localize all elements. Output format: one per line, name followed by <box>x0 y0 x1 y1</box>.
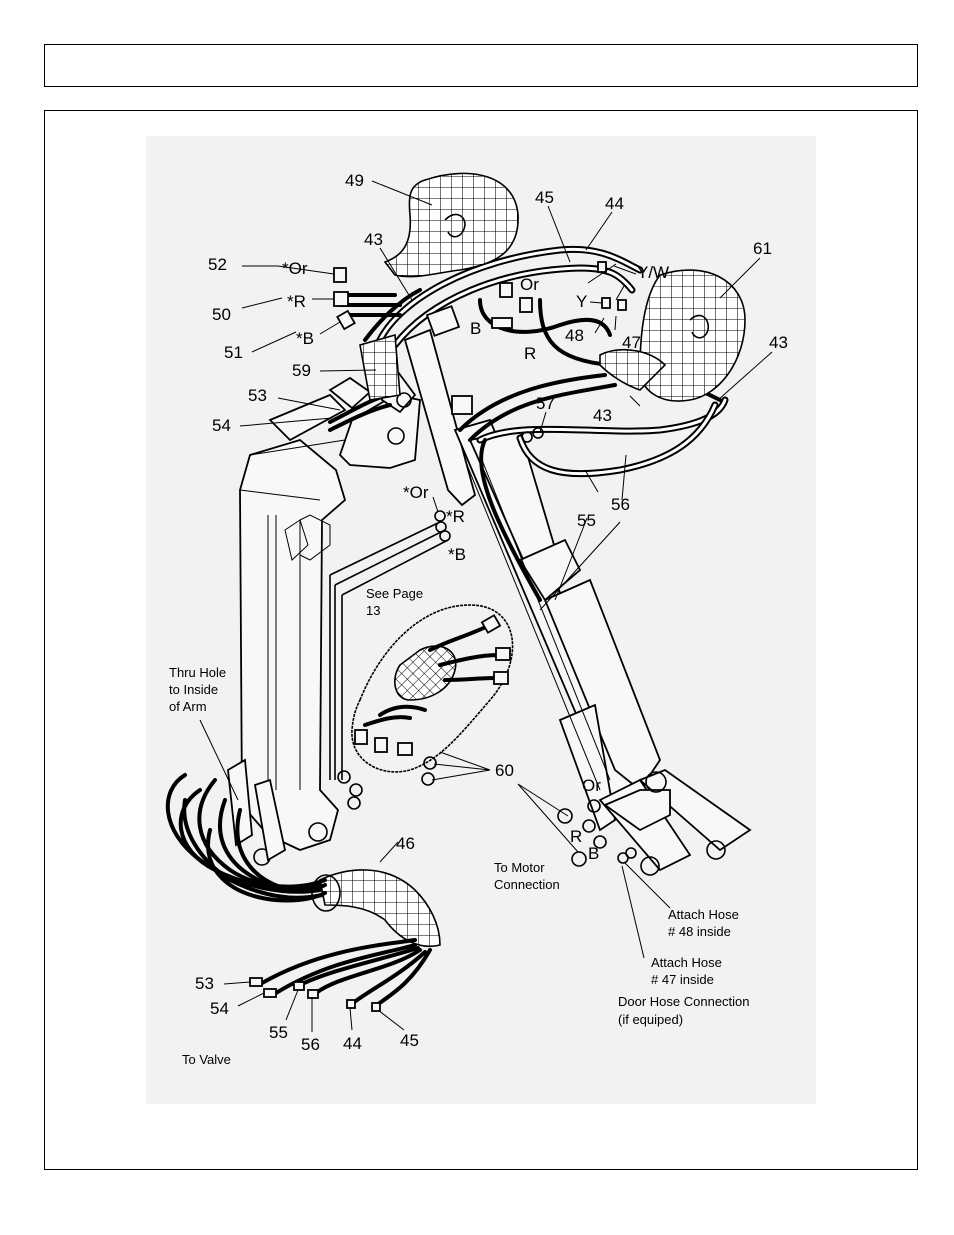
note-door-2: (if equiped) <box>618 1012 683 1027</box>
fittings-60 <box>337 510 637 867</box>
part-labels: 49 45 44 43 61 52 *Or Or Y/W Y *R 50 B 4… <box>195 171 788 1054</box>
label-51: 51 <box>224 343 243 362</box>
label-43-b: 43 <box>593 406 612 425</box>
note-door-1: Door Hose Connection <box>618 994 750 1009</box>
figure-frame <box>44 110 918 1170</box>
label-56-a: 56 <box>611 495 630 514</box>
note-attach-48-2: # 48 inside <box>668 924 731 939</box>
label-star-r-1: *R <box>287 292 306 311</box>
note-see-page-1: See Page <box>366 586 423 601</box>
label-61: 61 <box>753 239 772 258</box>
leader-lines <box>199 180 773 1032</box>
hose-wraps <box>319 172 746 947</box>
label-44-b: 44 <box>343 1034 362 1053</box>
label-r-4: R <box>570 827 582 846</box>
dipper-arm <box>403 328 752 876</box>
note-attach-48-1: Attach Hose <box>668 907 739 922</box>
label-55-b: 55 <box>269 1023 288 1042</box>
main-boom <box>227 438 347 866</box>
header-box <box>44 44 918 87</box>
label-56-b: 56 <box>301 1035 320 1054</box>
label-50: 50 <box>212 305 231 324</box>
note-attach-47-1: Attach Hose <box>651 955 722 970</box>
label-star-r-3: *R <box>446 507 465 526</box>
label-star-b-3: *B <box>448 545 466 564</box>
note-to-motor-1: To Motor <box>494 860 545 875</box>
label-or-4: Or <box>582 776 601 795</box>
label-60: 60 <box>495 761 514 780</box>
label-52: 52 <box>208 255 227 274</box>
label-43-c: 43 <box>769 333 788 352</box>
top-fittings <box>333 261 627 443</box>
note-to-valve: To Valve <box>182 1052 231 1067</box>
note-to-motor-2: Connection <box>494 877 560 892</box>
label-53-a: 53 <box>248 386 267 405</box>
label-44-top: 44 <box>605 194 624 213</box>
label-r-2: R <box>524 344 536 363</box>
note-thru-hole-1: Thru Hole <box>169 665 226 680</box>
label-b-4: B <box>588 844 599 863</box>
note-see-page-2: 13 <box>366 603 380 618</box>
hydraulic-hoses <box>328 245 729 780</box>
label-54-b: 54 <box>210 999 229 1018</box>
label-43-a: 43 <box>364 230 383 249</box>
label-59: 59 <box>292 361 311 380</box>
label-45-b: 45 <box>400 1031 419 1050</box>
lower-hose-bundle <box>165 773 432 1012</box>
label-or-2: Or <box>520 275 539 294</box>
label-46: 46 <box>396 834 415 853</box>
label-53-b: 53 <box>195 974 214 993</box>
label-55-a: 55 <box>577 511 596 530</box>
label-b-2: B <box>470 319 481 338</box>
label-45-top: 45 <box>535 188 554 207</box>
note-thru-hole-2: to Inside <box>169 682 218 697</box>
label-49: 49 <box>345 171 364 190</box>
note-thru-hole-3: of Arm <box>169 699 207 714</box>
label-48: 48 <box>565 326 584 345</box>
label-y-w: Y/W <box>637 263 669 282</box>
diagram-notes: See Page 13 Thru Hole to Inside of Arm T… <box>169 586 750 1067</box>
label-47: 47 <box>622 333 641 352</box>
detail-bubble <box>351 604 514 773</box>
label-54-a: 54 <box>212 416 231 435</box>
label-y: Y <box>576 292 587 311</box>
note-attach-47-2: # 47 inside <box>651 972 714 987</box>
label-star-or-1: *Or <box>282 259 308 278</box>
label-star-b-1: *B <box>296 329 314 348</box>
label-57: 57 <box>536 394 555 413</box>
label-star-or-3: *Or <box>403 483 429 502</box>
